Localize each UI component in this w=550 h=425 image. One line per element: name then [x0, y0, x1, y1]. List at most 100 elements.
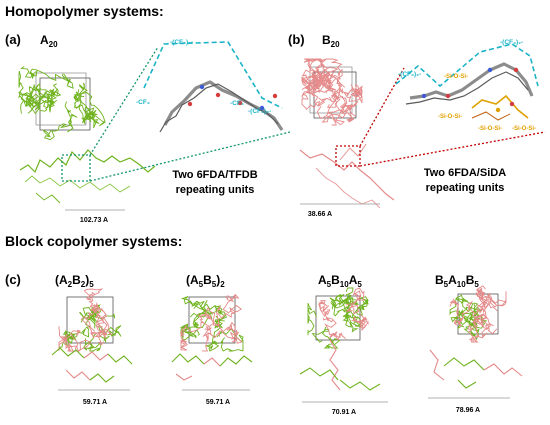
panel-b-cluster-b20	[301, 58, 363, 126]
system-1-structures	[51, 288, 133, 383]
extended-a-block	[443, 357, 485, 371]
panel-a-chain-label: A20	[40, 33, 58, 49]
system-1-formula: (A2B2)5	[55, 273, 94, 289]
b20-chain-strand	[313, 58, 346, 88]
extended-a-block	[219, 355, 253, 367]
b20-chain-strand	[301, 66, 334, 92]
b-block-strand	[471, 313, 498, 343]
panel-b-label: (b)	[288, 32, 305, 47]
extended-a-block	[107, 353, 133, 365]
extended-a-block	[89, 373, 115, 383]
panel-b-molecule-zoom	[395, 43, 539, 121]
panel-b-cf3-envelope	[395, 43, 539, 88]
b-block-strand	[221, 321, 243, 344]
extended-a-block	[171, 353, 205, 365]
extended-b-block	[483, 363, 523, 377]
panel-a-cf3-left: -CF₃	[136, 99, 150, 106]
system-3-dimension: 70.91 A	[332, 409, 356, 416]
system-4-dimension: 78.96 A	[456, 407, 480, 414]
panel-a-cf3-mid: -CF₃	[230, 100, 244, 107]
b-block-strand	[80, 315, 112, 338]
b-block-strand	[475, 287, 498, 314]
a20-chain-strand	[39, 83, 62, 113]
a-block-strand	[351, 296, 370, 325]
b-block-strand	[318, 300, 331, 321]
system-4-structures	[429, 285, 523, 389]
panel-a-chain-sub: 20	[49, 40, 58, 49]
panel-b-cf3-2-right: -(CF₃)₂-	[500, 39, 523, 46]
extended-b-block	[203, 357, 221, 367]
b-block-strand	[461, 285, 486, 318]
a-block-strand	[64, 314, 96, 346]
a-block-strand	[200, 303, 228, 328]
panel-a-chain-base: A	[40, 33, 49, 47]
b-block-strand	[83, 288, 104, 332]
system-3-formula: A5B10A5	[318, 273, 362, 289]
panel-b-highlight-box	[335, 145, 361, 167]
system-1-dimension: 59.71 A	[83, 399, 107, 406]
a20-chain-strand	[20, 84, 42, 114]
panel-a-cf3-2-top: -(CF₃)₂-	[170, 39, 193, 46]
b20-chain-strand	[301, 76, 337, 111]
extended-a-block	[299, 367, 339, 381]
extended-b-block	[175, 373, 193, 381]
system-3-structures	[299, 287, 381, 391]
system-4-formula: B5A10B5	[435, 273, 479, 289]
panel-b-extended-chain-b20	[299, 143, 395, 209]
panel-b-si-3: -Si-O-Si-	[478, 126, 502, 132]
b-block-strand	[201, 306, 224, 352]
b-block-strand	[324, 317, 346, 341]
a20-chain-strand	[18, 86, 52, 114]
a-block-strand	[180, 295, 226, 322]
a20-chain-strand	[73, 89, 100, 129]
panel-a-zoom-line-top	[89, 46, 159, 156]
panel-a-molecule-zoom	[143, 41, 284, 133]
b-block-strand	[351, 314, 369, 331]
panel-b-dimension: 38.66 A	[308, 211, 332, 218]
b-block-strand	[90, 302, 107, 324]
panel-a-cluster-a20	[18, 65, 106, 141]
extended-a-block	[457, 379, 477, 389]
b20-chain-strand	[305, 70, 332, 98]
a-block-strand	[311, 326, 341, 349]
panel-b-caption-line1: Two 6FDA/SiDA	[424, 167, 506, 179]
extended-a-block	[51, 347, 85, 359]
a-block-strand	[97, 325, 122, 343]
extended-b-block	[329, 339, 341, 391]
b-block-strand	[449, 298, 465, 327]
b20-chain-strand	[303, 58, 332, 94]
a20-chain-strand	[74, 82, 97, 123]
b-block-strand	[197, 305, 221, 331]
b-block-strand	[180, 321, 205, 351]
system-2-formula: (A5B5)2	[186, 273, 225, 289]
b-block-strand	[217, 293, 243, 319]
a20-chain-strand	[20, 65, 74, 89]
a-block-strand	[329, 293, 359, 309]
panel-a-dimension: 102.73 A	[80, 217, 108, 224]
a-block-strand	[307, 302, 317, 336]
panel-b-si-4: -Si-O-Si-	[512, 126, 536, 132]
a-block-strand	[216, 328, 244, 352]
a20-chain-strand	[42, 101, 78, 141]
b-block-strand	[476, 291, 507, 310]
homopolymer-title: Homopolymer systems:	[5, 3, 164, 19]
system-2-dimension: 59.71 A	[206, 399, 230, 406]
panel-b-zoom-line-top	[359, 67, 405, 147]
panel-a-label: (a)	[5, 32, 21, 47]
a-block-strand	[79, 306, 102, 329]
a-block-strand	[205, 321, 224, 352]
a-block-strand	[330, 287, 358, 317]
panel-a-caption-line2: repeating units	[176, 184, 255, 196]
b20-chain-strand	[327, 95, 359, 123]
panel-b-zoom-line-bottom	[359, 131, 546, 167]
panel-a-extended-chain-a20	[19, 149, 156, 204]
panel-a-cf3-2-right: -(CF₃)₂-	[248, 108, 271, 115]
panel-b-chain-label: B20	[322, 33, 340, 49]
extended-a-block	[339, 379, 381, 391]
b20-chain-strand	[342, 84, 363, 104]
a20-chain-strand	[73, 91, 106, 127]
b20-chain-strand	[321, 84, 348, 126]
panel-c-label: (c)	[5, 272, 21, 287]
panel-b-cf3-2-left: -(CF₃)₂-	[398, 71, 421, 78]
